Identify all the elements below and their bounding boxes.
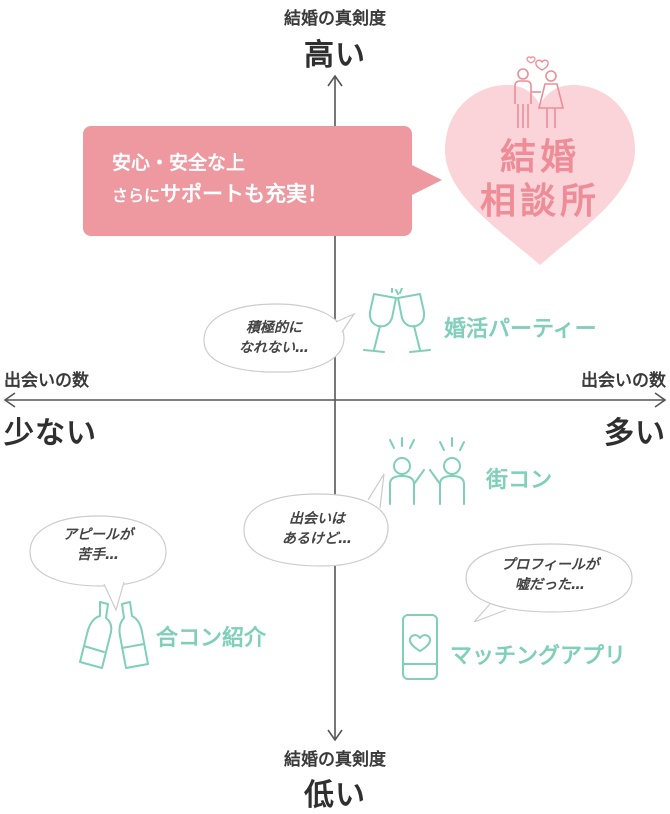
bubble-app-line2: 嘘だった…: [515, 577, 585, 593]
right-axis-caption: 出会いの数: [581, 371, 666, 391]
smartphone-heart-icon: [402, 614, 438, 680]
bubble-goukon-line1: アピールが: [63, 527, 133, 543]
speech-bubble-goukon: [29, 515, 167, 612]
callout-pointer: [410, 164, 442, 196]
callout-line2-main: サポートも充実！: [160, 181, 329, 206]
category-app: マッチングアプリ: [450, 644, 627, 669]
bubble-app-line1: プロフィールが: [501, 557, 599, 573]
agency-callout: [83, 126, 412, 236]
top-axis-caption: 結婚の真剣度: [284, 9, 386, 29]
heart-shape: [445, 85, 635, 265]
top-axis-level: 高い: [304, 38, 366, 73]
category-party: 婚活パーティー: [444, 317, 597, 342]
callout-line2: さらにサポートも充実！: [112, 178, 328, 208]
speech-bubble-app: [465, 543, 633, 622]
left-axis-level: 少ない: [4, 416, 97, 451]
bottom-axis-level: 低い: [304, 778, 366, 813]
left-axis-caption: 出会いの数: [4, 371, 89, 391]
callout-line2-prefix: さらに: [112, 186, 161, 205]
bubble-party-text: 積極的に なれない…: [204, 318, 344, 358]
category-goukon: 合コン紹介: [156, 626, 267, 651]
agency-label: 結婚 相談所: [455, 136, 625, 224]
bubble-app-text: プロフィールが 嘘だった…: [468, 555, 632, 595]
couple-icon: [514, 56, 565, 128]
right-axis-level: 多い: [604, 416, 666, 451]
bubble-machicon-text: 出会いは あるけど…: [244, 509, 390, 549]
category-machicon: 街コン: [486, 468, 553, 493]
bubble-goukon-line2: 苦手…: [77, 547, 119, 563]
speech-bubble-machicon: [243, 473, 389, 567]
agency-label-line2: 相談所: [479, 181, 600, 222]
bottles-icon: [79, 601, 149, 669]
agency-label-line1: 結婚: [499, 137, 580, 178]
bubble-party-line1: 積極的に: [246, 320, 302, 336]
callout-line1: 安心・安全な上: [112, 152, 246, 174]
wine-glasses-icon: [363, 288, 431, 353]
bubble-machicon-line1: 出会いは: [289, 511, 345, 527]
people-cheer-icon: [389, 437, 465, 505]
speech-bubble-party: [203, 303, 356, 373]
bubble-machicon-line2: あるけど…: [282, 531, 352, 547]
bubble-party-line2: なれない…: [239, 340, 309, 356]
bubble-goukon-text: アピールが 苦手…: [30, 525, 166, 565]
bottom-axis-caption: 結婚の真剣度: [284, 750, 386, 770]
